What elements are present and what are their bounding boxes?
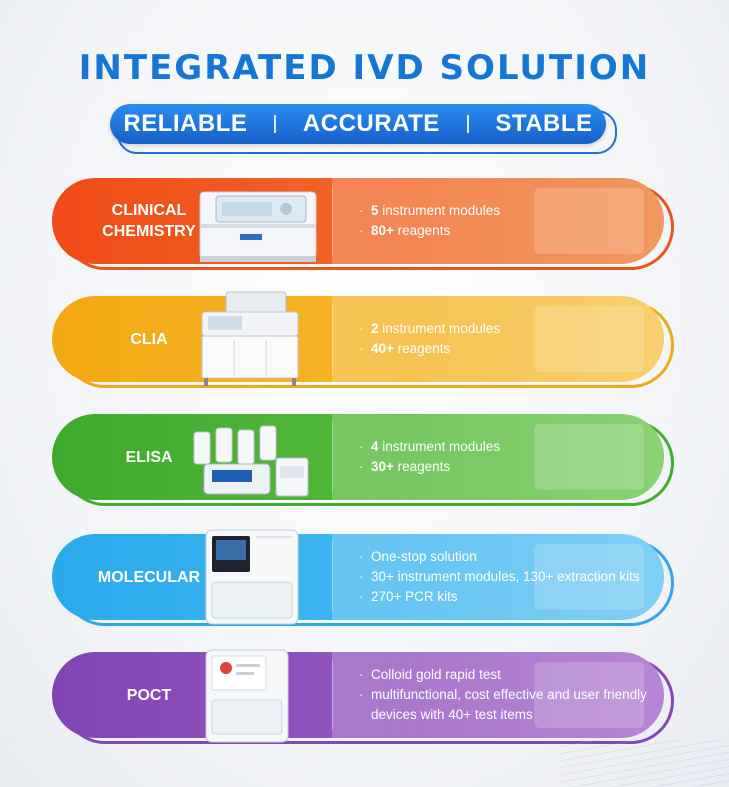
- bullet-item: ·One-stop solution: [359, 549, 477, 564]
- category-label: ELISA: [125, 448, 173, 466]
- category-label: CLINICAL CHEMISTRY: [102, 202, 196, 240]
- pill-info-panel: [332, 414, 664, 500]
- device-watermark: [534, 544, 644, 610]
- row-clia: CLIA ·2 instrument modules ·40+ reagents: [0, 291, 729, 388]
- bullet-item: ·4 instrument modules: [359, 439, 501, 454]
- pcr-instrument-icon: [205, 529, 299, 625]
- bullet-item: ·Colloid gold rapid test: [359, 667, 501, 682]
- bullet-item: ·2 instrument modules: [359, 321, 501, 336]
- row-elisa: ELISA ·4 instrument modules ·30+ reagent…: [0, 414, 729, 506]
- pill-info-panel: [332, 178, 664, 264]
- bullet-item: ·30+ instrument modules, 130+ extraction…: [359, 569, 640, 584]
- pill-info-panel: [332, 652, 664, 738]
- device-watermark: [534, 424, 644, 490]
- bullet-list: ·Colloid gold rapid test ·multifunctiona…: [359, 652, 649, 738]
- bullet-item: ·80+ reagents: [359, 223, 451, 238]
- row-molecular: MOLECULAR ·One-stop solution ·30+ instru…: [0, 529, 729, 626]
- category-label: MOLECULAR: [97, 568, 201, 586]
- tag-divider: [274, 115, 277, 133]
- elisa-washer-icon: [193, 425, 309, 497]
- pill-info-panel: [332, 534, 664, 620]
- tag-accurate: ACCURATE: [302, 110, 440, 137]
- bullet-list: ·4 instrument modules ·30+ reagents: [359, 414, 649, 500]
- pill-band: MOLECULAR ·One-stop solution ·30+ instru…: [52, 534, 664, 620]
- bullet-item: ·30+ reagents: [359, 459, 451, 474]
- page-title: INTEGRATED IVD SOLUTION: [78, 48, 651, 88]
- bullet-item: ·5 instrument modules: [359, 203, 501, 218]
- bullet-list: ·One-stop solution ·30+ instrument modul…: [359, 534, 649, 620]
- tag-stable: STABLE: [495, 110, 593, 137]
- poct-analyzer-icon: [205, 649, 289, 743]
- row-clinical-chemistry: CLINICAL CHEMISTRY ·5 instrument modules…: [0, 178, 729, 270]
- category-label: CLIA: [130, 330, 168, 348]
- tag-reliable: RELIABLE: [123, 110, 248, 137]
- bullet-item: ·multifunctional, cost effective and use…: [359, 687, 647, 722]
- pill-band: CLIA ·2 instrument modules ·40+ reagents: [52, 296, 664, 382]
- row-poct: POCT ·Colloid gold rapid test ·multifunc…: [0, 649, 729, 744]
- device-watermark: [534, 188, 644, 254]
- device-watermark: [534, 306, 644, 372]
- decorative-wave: [560, 740, 729, 787]
- clia-analyzer-icon: [201, 291, 299, 386]
- tag-divider: [466, 115, 469, 133]
- category-label: POCT: [126, 686, 172, 704]
- bullet-list: ·2 instrument modules ·40+ reagents: [359, 296, 649, 382]
- bullet-item: ·40+ reagents: [359, 341, 451, 356]
- pill-band: POCT ·Colloid gold rapid test ·multifunc…: [52, 652, 664, 738]
- bullet-list: ·5 instrument modules ·80+ reagents: [359, 178, 649, 264]
- bullet-item: ·270+ PCR kits: [359, 589, 458, 604]
- pill-band: CLINICAL CHEMISTRY ·5 instrument modules…: [52, 178, 664, 264]
- pill-band: ELISA ·4 instrument modules ·30+ reagent…: [52, 414, 664, 500]
- chemistry-analyzer-icon: [199, 191, 317, 262]
- device-watermark: [534, 662, 644, 728]
- pill-info-panel: [332, 296, 664, 382]
- tagline-bar: RELIABLE ACCURATE STABLE: [110, 104, 606, 144]
